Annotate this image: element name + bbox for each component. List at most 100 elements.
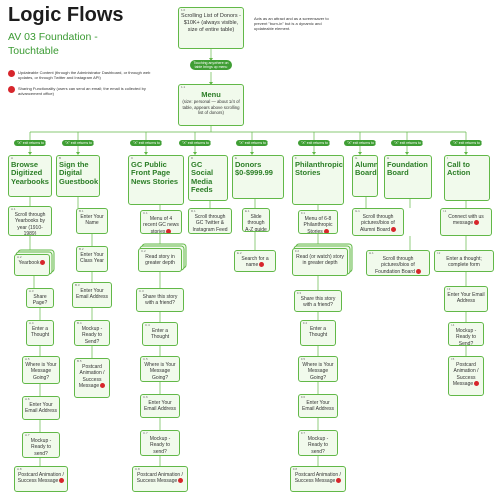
node-text: Scrolling List of Donors - $10K+ (always…: [181, 13, 241, 33]
node-id: C.1: [143, 211, 148, 215]
updateable-icon: [323, 228, 329, 233]
node-id: B.3: [75, 283, 80, 287]
node-donors-scroll[interactable]: 1.0 Scrolling List of Donors - $10K+ (al…: [178, 7, 244, 49]
node-text-wrap: Menu of 4 recent GC news stories: [143, 216, 179, 234]
node-id: I.1: [443, 209, 447, 213]
pill-x-exit-i: "X" exit returns to menu: [450, 140, 490, 147]
node-text: Search for a name: [241, 256, 269, 269]
legend-sharing-text: Sharing Functionality (users can send an…: [18, 86, 146, 97]
node-id: B.5: [77, 359, 82, 363]
page-subtitle: AV 03 Foundation - Touchtable: [8, 31, 98, 57]
node-id: D.1: [191, 209, 196, 213]
node-id: H: [387, 156, 390, 160]
node-text-wrap: Search for a name: [237, 256, 273, 269]
node-text: Read (or watch) story in greater depth: [296, 254, 344, 267]
node-text-wrap: Scroll through pictures/bios of Foundati…: [369, 256, 427, 275]
node-id: F: [295, 156, 297, 160]
legend-updateable: Updateable Content (through the Administ…: [8, 70, 158, 80]
pill-x-exit-a: "X" exit returns to menu: [14, 140, 54, 147]
node-text: Alumni Board: [355, 160, 378, 178]
node-text: Mockup - Ready to send?: [149, 436, 171, 455]
node-id: I.4: [451, 323, 455, 327]
node-id: A.2: [17, 255, 22, 259]
legend-sharing: Sharing Functionality (users can send an…: [8, 86, 158, 96]
pill-x-exit-c: "X" exit returns to menu: [130, 140, 170, 147]
pill-x-exit-e: "X" exit returns to menu: [236, 140, 276, 147]
node-text: Enter a Thought: [308, 326, 328, 339]
node-text-wrap: Scroll through pictures/bios of Alumni B…: [355, 214, 401, 233]
node-id: B.1: [79, 209, 84, 213]
node-text-wrap: Postcard Animation / Success Message: [293, 472, 343, 485]
node-text: Where is Your Message Going?: [25, 362, 57, 381]
node-text: Enter Your Email Address: [144, 400, 176, 413]
node-text: Menu of 4 recent GC news stories: [143, 216, 179, 234]
node-id: H.1: [369, 251, 374, 255]
updateable-icon: [391, 226, 396, 232]
node-text: Enter Your Name: [80, 214, 104, 227]
pill-x-exit-b: "X" exit returns to menu: [62, 140, 102, 147]
node-text: Enter Your Class Year: [80, 252, 104, 265]
node-text: GC Social Media Feeds: [191, 160, 214, 194]
node-text: Browse Digitized Yearbooks: [11, 160, 49, 186]
node-text: Postcard Animation / Success Message: [17, 472, 64, 485]
node-menu[interactable]: 1.1 Menu (size: personal — about 1/4 of …: [178, 84, 244, 126]
node-id: A.4: [29, 321, 34, 325]
node-id: F.2: [295, 249, 300, 253]
node-text: Where is Your Message Going?: [144, 362, 176, 381]
node-text: Enter a thought; complete form: [446, 256, 482, 269]
node-id: I: [447, 156, 448, 160]
updateable-icon: [208, 232, 213, 233]
node-id: C.5: [143, 357, 148, 361]
node-id: F.5: [301, 357, 306, 361]
